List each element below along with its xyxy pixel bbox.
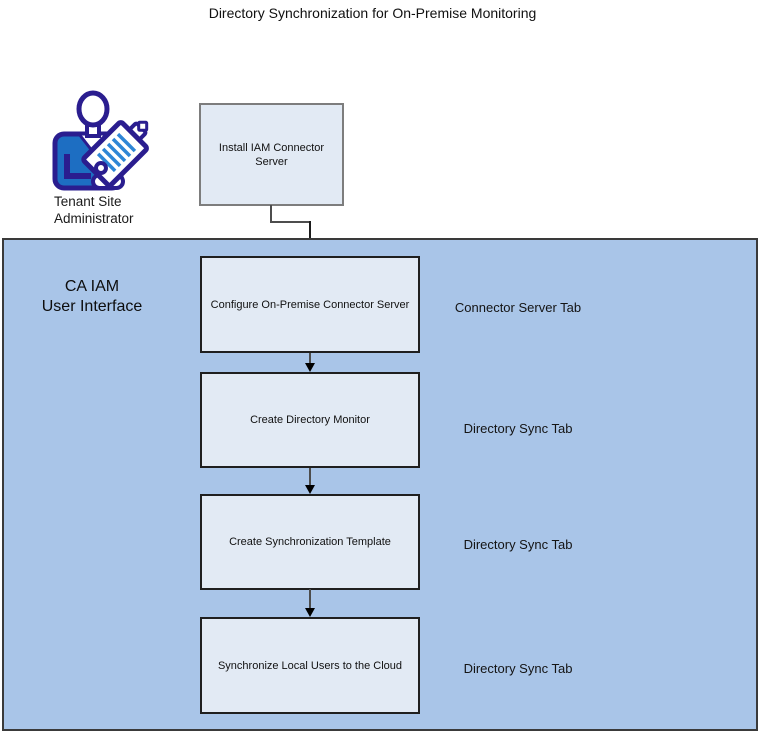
connector-elbow-segment xyxy=(309,221,311,248)
tab-annotation-connector-server: Connector Server Tab xyxy=(454,300,582,315)
flow-arrow-line xyxy=(309,468,311,486)
arrowhead-down-icon xyxy=(305,363,315,372)
arrowhead-down-icon xyxy=(305,608,315,617)
flow-arrow-line xyxy=(309,353,311,364)
flow-box-label: Create Directory Monitor xyxy=(250,414,370,426)
flow-box-create-directory-monitor: Create Directory Monitor xyxy=(200,372,420,468)
flow-box-label: Synchronize Local Users to the Cloud xyxy=(217,659,403,672)
container-label: CA IAM User Interface xyxy=(17,277,167,317)
flow-box-label: Install IAM Connector Server xyxy=(218,141,325,168)
container-label-line2: User Interface xyxy=(41,298,143,315)
connector-elbow-segment xyxy=(270,205,272,223)
diagram-title: Directory Synchronization for On-Premise… xyxy=(208,5,537,21)
flow-box-label: Configure On-Premise Connector Server xyxy=(210,298,410,311)
flow-box-create-sync-template: Create Synchronization Template xyxy=(200,494,420,590)
flow-box-synchronize-users: Synchronize Local Users to the Cloud xyxy=(200,617,420,714)
flow-box-configure-connector-server: Configure On-Premise Connector Server xyxy=(200,256,420,353)
tab-annotation-directory-sync-2: Directory Sync Tab xyxy=(463,537,573,552)
container-label-line1: CA IAM xyxy=(64,278,120,295)
arrowhead-down-icon xyxy=(305,485,315,494)
flow-arrow-line xyxy=(309,589,311,609)
actor-label: Tenant Site Administrator xyxy=(54,194,134,226)
flow-box-install-connector-server: Install IAM Connector Server xyxy=(199,103,344,206)
tab-annotation-directory-sync-3: Directory Sync Tab xyxy=(463,661,573,676)
connector-elbow-segment xyxy=(270,221,311,223)
person-with-clipboard-icon xyxy=(52,90,149,191)
flow-box-label: Create Synchronization Template xyxy=(229,536,391,548)
tab-annotation-directory-sync-1: Directory Sync Tab xyxy=(463,421,573,436)
